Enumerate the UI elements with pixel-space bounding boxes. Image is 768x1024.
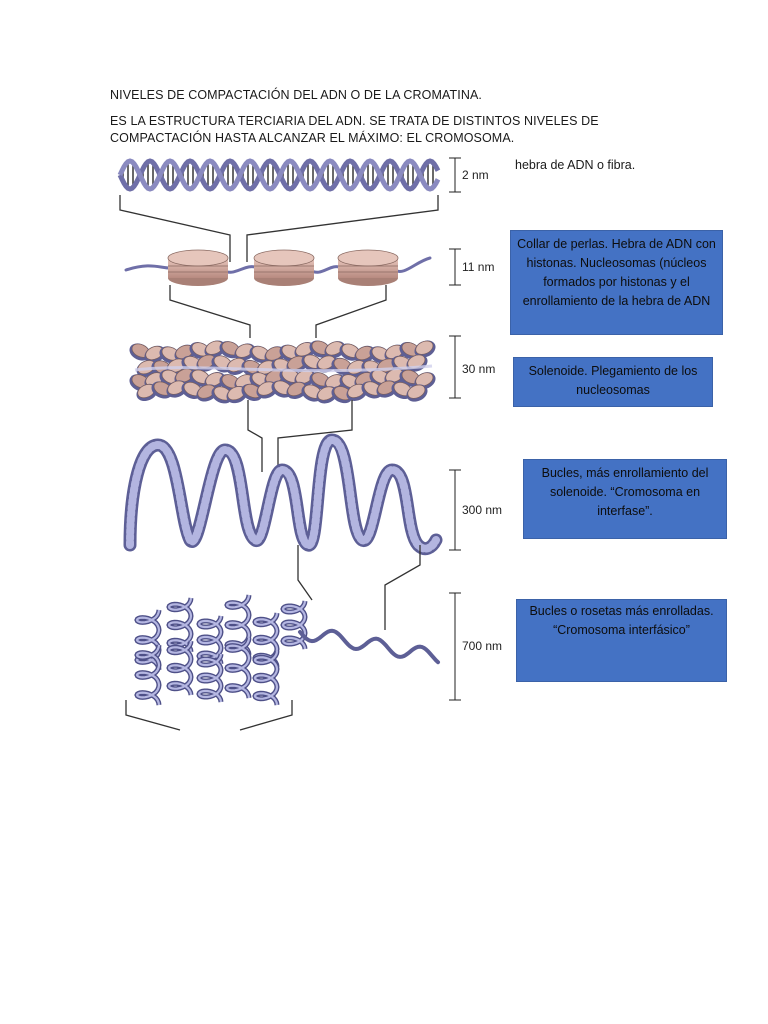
nucleosome-3 xyxy=(337,249,399,286)
scale-label-11nm: 11 nm xyxy=(462,260,495,274)
connector-5 xyxy=(125,700,293,731)
scale-bar-11nm xyxy=(449,248,461,286)
connector-3 xyxy=(247,400,353,472)
caption-rosettes: Bucles o rosetas más enrolladas. “Cromos… xyxy=(516,599,727,682)
connector-4 xyxy=(297,545,421,630)
solenoid-fiber xyxy=(129,340,436,404)
nucleosome-2 xyxy=(253,249,315,286)
scale-bars xyxy=(449,157,461,701)
scale-label-700nm: 700 nm xyxy=(462,639,503,653)
dna-double-helix xyxy=(117,158,441,192)
connector-1 xyxy=(119,195,439,262)
nucleosome-1 xyxy=(167,249,229,286)
scale-bar-2nm xyxy=(449,157,461,193)
rosette-tail xyxy=(298,628,440,665)
condensed-rosettes xyxy=(134,594,308,706)
nucleosome-string xyxy=(124,249,432,286)
scale-bar-700nm xyxy=(449,592,461,701)
scale-bar-30nm xyxy=(449,335,461,399)
scale-label-2nm: 2 nm xyxy=(462,168,489,182)
intro-text: ES LA ESTRUCTURA TERCIARIA DEL ADN. SE T… xyxy=(110,114,599,145)
caption-dna-fiber: hebra de ADN o fibra. xyxy=(515,158,636,172)
caption-nucleosomes: Collar de perlas. Hebra de ADN con histo… xyxy=(510,230,723,335)
scale-label-300nm: 300 nm xyxy=(462,503,503,517)
page-title: NIVELES DE COMPACTACIÓN DEL ADN O DE LA … xyxy=(110,88,482,102)
looped-domain xyxy=(123,433,443,556)
caption-loops: Bucles, más enrollamiento del solenoide.… xyxy=(523,459,727,539)
connector-2 xyxy=(169,285,387,338)
caption-solenoid: Solenoide. Plegamiento de los nucleosoma… xyxy=(513,357,713,407)
scale-bar-300nm xyxy=(449,469,461,551)
scale-label-30nm: 30 nm xyxy=(462,362,496,376)
